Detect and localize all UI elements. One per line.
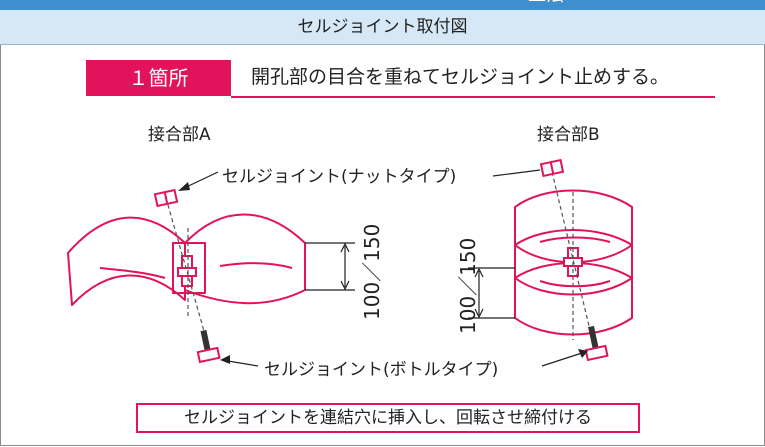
- count-badge: １箇所: [86, 60, 231, 96]
- dimension-b-label: 100／150: [456, 237, 480, 334]
- joint-a-label: 接合部A: [148, 125, 211, 145]
- dimension-a-label: 100／150: [360, 223, 384, 320]
- joint-a-left-cell-inner: [99, 267, 166, 279]
- diagram-title: セルジョイント取付図: [0, 10, 765, 45]
- footer-instruction: セルジョイントを連結穴に挿入し、回転させ締付ける: [136, 403, 640, 433]
- joint-a-right-cell: [184, 213, 306, 305]
- callout-bottle-arrow-left: [220, 355, 230, 364]
- instruction-text: 開孔部の目合を重ねてセルジョイント止めする。: [251, 66, 670, 88]
- callout-nut-type: セルジョイント(ナットタイプ): [220, 162, 459, 187]
- joint-a-fastener: [177, 255, 197, 287]
- dim-a-arrow-top: [340, 242, 350, 253]
- joint-b-inner-lower: [539, 280, 611, 288]
- joint-a-left-cell: [67, 216, 186, 306]
- dim-a-arrow-bottom: [340, 280, 350, 291]
- joint-a-axis: [165, 197, 211, 353]
- bottle-part-a: [196, 329, 221, 364]
- nut-part-a: [153, 188, 179, 208]
- joint-a-overlap-plate: [172, 242, 206, 294]
- bottle-part-b: [584, 325, 609, 362]
- top-bar: 工法: [0, 0, 765, 10]
- top-bar-partial-title: 工法: [528, 0, 568, 6]
- dim-b-arrow-top: [474, 267, 484, 278]
- joint-b-inner-upper: [539, 236, 611, 243]
- callout-bottle-leader-right: [541, 351, 586, 367]
- joint-b-axis: [551, 171, 597, 356]
- dim-b-arrow-bottom: [474, 308, 484, 319]
- nut-part-b: [539, 158, 565, 178]
- instruction-underline: [231, 96, 715, 98]
- callout-nut-leader-right: [492, 169, 541, 177]
- joint-a-right-cell-inner: [219, 262, 293, 269]
- joint-b-bottom-cell: [514, 277, 633, 336]
- callout-nut-arrow-left: [178, 182, 190, 191]
- joint-b-label: 接合部B: [537, 125, 600, 145]
- callout-bottle-type: セルジョイント(ボトルタイプ): [262, 355, 501, 380]
- callout-bottle-arrow-right: [578, 349, 588, 358]
